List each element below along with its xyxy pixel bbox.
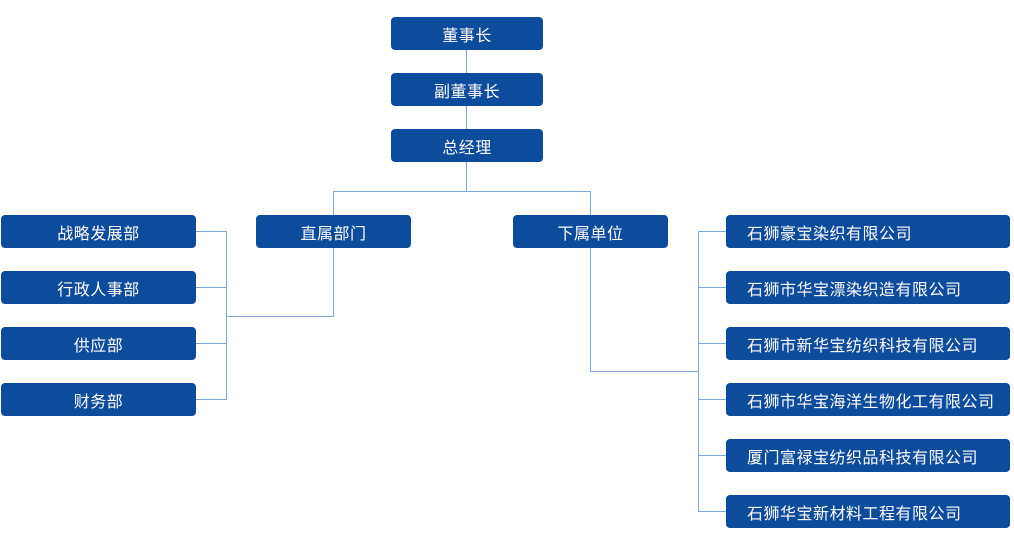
node-chairman: 董事长 — [391, 17, 543, 50]
node-company-huabao-marine-biochem: 石狮市华宝海洋生物化工有限公司 — [726, 383, 1010, 416]
node-vice-chairman: 副董事长 — [391, 73, 543, 106]
connector-line — [698, 231, 726, 232]
connector-line — [698, 231, 699, 512]
connector-line — [196, 231, 226, 232]
node-general-manager: 总经理 — [391, 129, 543, 162]
connector-line — [698, 455, 726, 456]
node-company-xiamen-fulubao-textile: 厦门富禄宝纺织品科技有限公司 — [726, 439, 1010, 472]
node-dept-finance: 财务部 — [1, 383, 196, 416]
connector-line — [590, 191, 591, 215]
connector-line — [226, 316, 334, 317]
node-company-huabao-new-materials: 石狮华宝新材料工程有限公司 — [726, 495, 1010, 528]
connector-line — [466, 50, 467, 73]
node-subordinate-units-branch: 下属单位 — [513, 215, 668, 248]
connector-line — [698, 287, 726, 288]
connector-line — [226, 231, 227, 400]
connector-line — [698, 511, 726, 512]
connector-line — [466, 106, 467, 129]
connector-line — [466, 162, 467, 191]
node-company-haobao-dyeing: 石狮豪宝染织有限公司 — [726, 215, 1010, 248]
connector-line — [333, 248, 334, 316]
connector-line — [590, 371, 699, 372]
connector-line — [698, 343, 726, 344]
connector-line — [698, 399, 726, 400]
node-company-huabao-bleach-dyeing: 石狮市华宝漂染织造有限公司 — [726, 271, 1010, 304]
node-company-xinhuabao-textile-tech: 石狮市新华宝纺织科技有限公司 — [726, 327, 1010, 360]
connector-line — [196, 343, 226, 344]
node-dept-strategic-development: 战略发展部 — [1, 215, 196, 248]
node-direct-departments-branch: 直属部门 — [256, 215, 411, 248]
connector-line — [333, 191, 334, 215]
node-dept-supply: 供应部 — [1, 327, 196, 360]
connector-line — [196, 287, 226, 288]
connector-line — [333, 191, 591, 192]
connector-line — [196, 399, 226, 400]
node-dept-admin-hr: 行政人事部 — [1, 271, 196, 304]
connector-line — [590, 248, 591, 371]
